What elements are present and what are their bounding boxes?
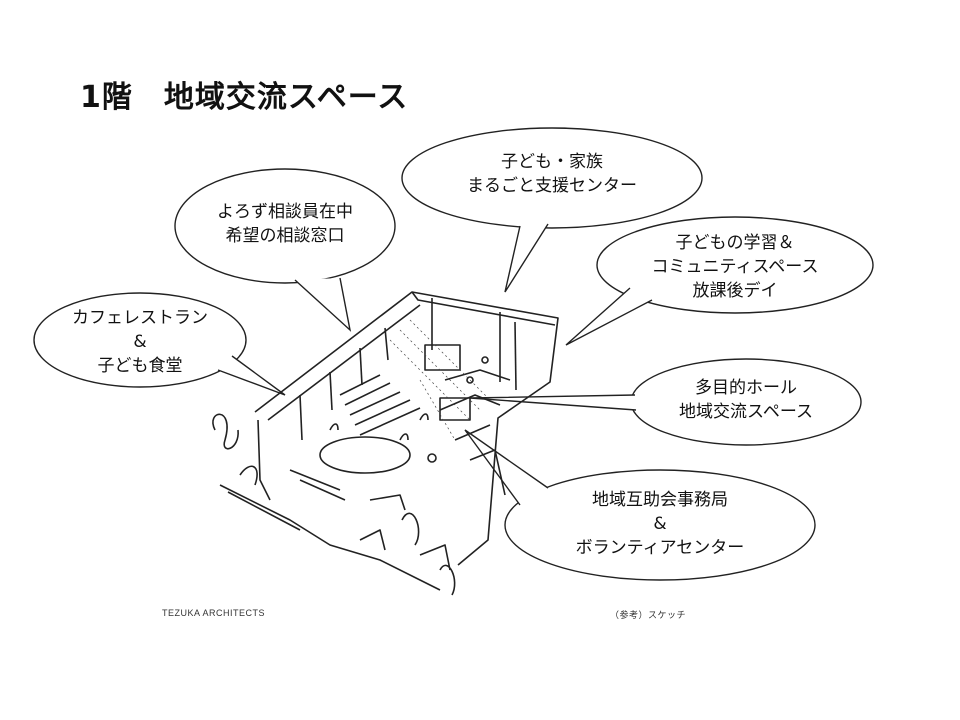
- bubble-family-support-shape: [401, 127, 703, 293]
- bubble-mutual-aid: 地域互助会事務局 & ボランティアセンター: [550, 488, 770, 560]
- bubble-consultation: よろず相談員在中 希望の相談窓口: [190, 200, 380, 248]
- bubble-family-support: 子ども・家族 まるごと支援センター: [432, 150, 672, 198]
- reference-note: （参考）スケッチ: [610, 610, 687, 620]
- bubble-cafe-shape: [33, 292, 286, 396]
- bubble-line: 子ども・家族: [501, 152, 603, 172]
- bubble-consultation-shape: [174, 168, 396, 332]
- bubble-line: 多目的ホール: [695, 378, 797, 398]
- bubble-line: まるごと支援センター: [467, 176, 637, 196]
- bubble-line: 放課後デイ: [692, 281, 778, 301]
- bubble-line: &: [653, 514, 667, 534]
- page-title: 1階 地域交流スペース: [80, 80, 409, 115]
- bubble-learning-shape: [565, 216, 874, 346]
- bubble-hall: 多目的ホール 地域交流スペース: [656, 376, 836, 424]
- architect-credit: TEZUKA ARCHITECTS: [162, 608, 266, 618]
- bubble-line: ボランティアセンター: [575, 538, 745, 558]
- bubble-line: 地域交流スペース: [679, 402, 813, 422]
- bubble-cafe: カフェレストラン & 子ども食堂: [55, 306, 225, 378]
- bubble-line: よろず相談員在中: [217, 202, 353, 222]
- bubble-line: 子どもの学習＆: [675, 233, 795, 253]
- bubble-line: カフェレストラン: [72, 308, 208, 328]
- bubble-learning: 子どもの学習＆ コミュニティスペース 放課後デイ: [620, 231, 850, 303]
- bubble-line: 地域互助会事務局: [592, 490, 728, 510]
- bubble-line: 子ども食堂: [97, 356, 183, 376]
- bubble-mutual-aid-shape: [464, 429, 816, 581]
- bubble-line: コミュニティスペース: [651, 257, 819, 277]
- bubble-hall-shape: [469, 358, 862, 446]
- building-sketch: [212, 291, 559, 596]
- bubble-line: &: [133, 332, 147, 352]
- bubble-line: 希望の相談窓口: [225, 226, 345, 246]
